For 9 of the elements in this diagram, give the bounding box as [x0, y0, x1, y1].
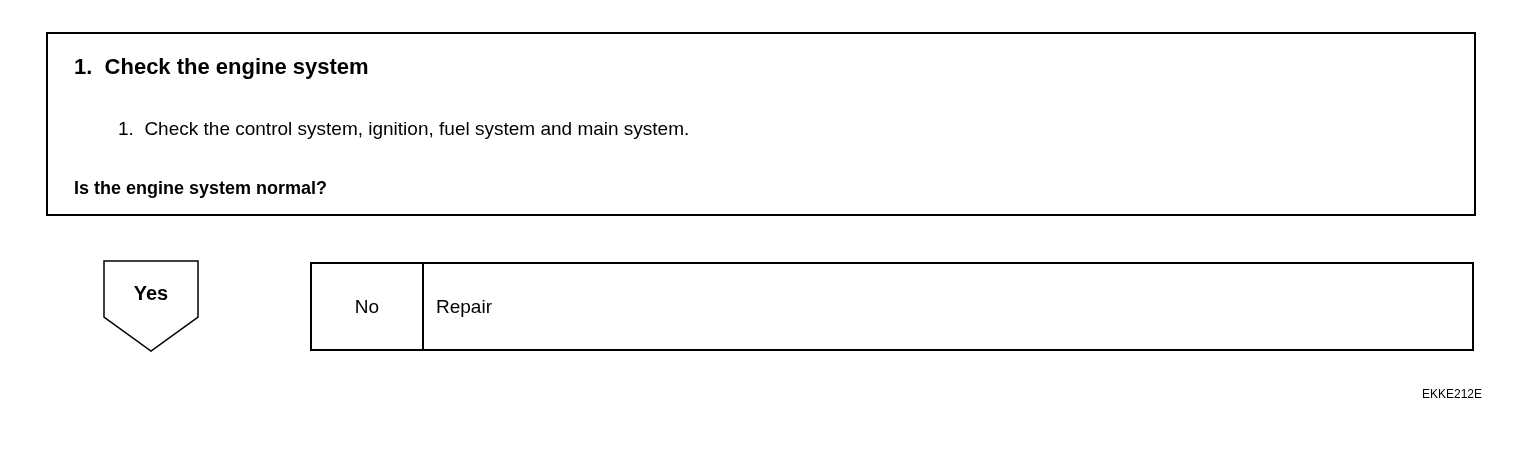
step-box — [46, 32, 1476, 216]
yes-label: Yes — [132, 282, 170, 305]
instruction-text: 1. Check the control system, ignition, fuel system and main system. — [118, 118, 690, 140]
figure-code: EKKE212E — [1421, 387, 1482, 401]
no-label: No — [353, 296, 381, 318]
action-text: Repair — [436, 296, 492, 318]
question-text: Is the engine system normal? — [74, 178, 328, 199]
result-box — [310, 262, 1474, 351]
step-heading: 1. Check the engine system — [74, 54, 369, 80]
